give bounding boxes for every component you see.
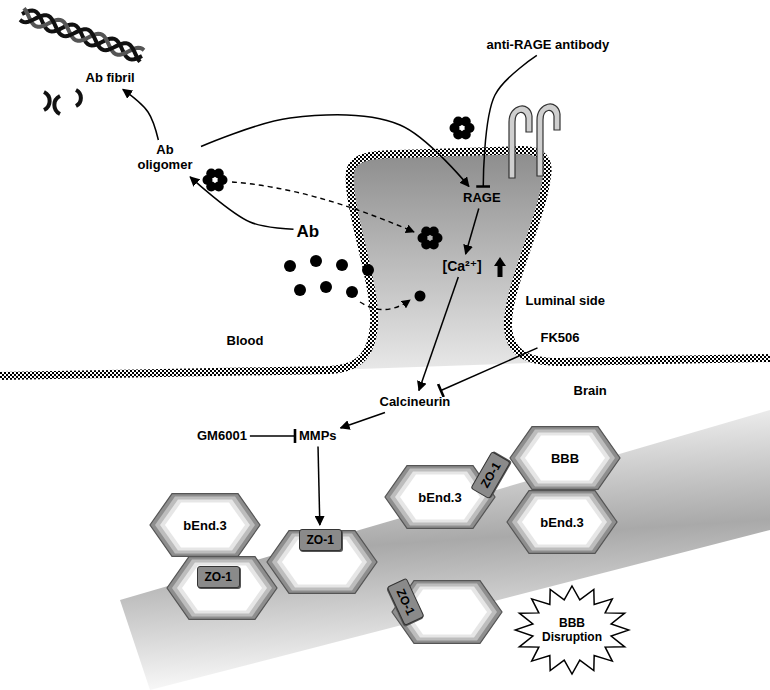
monomer-entry-arrow [360, 300, 410, 310]
oligomer-subunit [429, 227, 439, 237]
hex-layer [165, 503, 245, 548]
hex-layer [172, 560, 272, 617]
hex-layer [272, 534, 372, 591]
vessel-band [120, 410, 770, 690]
hex-layer [390, 469, 490, 526]
node-text: FK506 [541, 331, 580, 346]
fibril-fragment [44, 92, 50, 110]
flow-arrow [341, 412, 385, 428]
node-text: bEnd.3 [418, 490, 461, 505]
ion-label: [Ca²⁺] [443, 258, 482, 274]
inhibition-line [441, 348, 538, 391]
rage-receptor [509, 106, 532, 178]
tight-junction-box: ZO-1 [299, 529, 342, 551]
node-text: Calcineurin [380, 395, 451, 410]
node-text: BBB [551, 451, 579, 466]
starburst-shape [515, 586, 629, 674]
node-text: bEnd.3 [183, 518, 226, 533]
fibril-fragment [76, 90, 81, 106]
inhibition-line [250, 435, 295, 437]
endothelial-cell [167, 557, 277, 620]
tight-junction-box: ZO-1 [386, 578, 424, 627]
inhibitor-label: GM6001 [197, 429, 247, 444]
flow-arrow [419, 277, 458, 390]
node-text: BBB Disruption [535, 616, 609, 644]
hex-layer [167, 557, 277, 620]
region-label: Luminal side [526, 293, 605, 308]
rage-receptor [537, 104, 560, 176]
fibril-fragment [54, 96, 60, 114]
node-text: Ab oligomer [132, 143, 198, 173]
hex-layer [512, 494, 612, 551]
flow-arrow [318, 446, 320, 525]
node-text: bEnd.3 [540, 515, 583, 530]
node-text: ZO-1 [393, 587, 417, 618]
endothelial-cell: bEnd.3 [506, 490, 618, 554]
tight-junction-box: ZO-1 [197, 566, 240, 588]
endothelial-cell [267, 531, 377, 594]
oligomer-label: Ab oligomer [132, 143, 198, 173]
flow-arrow [123, 89, 159, 140]
endothelial-cell: BBB [509, 426, 621, 490]
disruption-starburst: BBB Disruption [513, 584, 631, 676]
hex-layer [517, 497, 607, 548]
oligomer-subunit [461, 117, 471, 127]
enzyme-label: MMPs [299, 429, 337, 444]
monomer-label: Ab [297, 222, 320, 242]
node-text: Ab [297, 222, 320, 242]
node-text: ZO-1 [307, 533, 334, 547]
hex-layer [400, 475, 480, 520]
inhibition-line [483, 55, 537, 186]
inhibitor-label: anti-RAGE antibody [487, 38, 610, 53]
hex-layer [182, 566, 262, 611]
node-text: anti-RAGE antibody [487, 38, 610, 53]
hex-layer [525, 436, 605, 481]
hex-layer [520, 433, 610, 484]
hex-layer [507, 491, 617, 554]
ab-oligomer-clusters [203, 117, 475, 250]
hex-layer [150, 494, 260, 557]
node-text: [Ca²⁺] [443, 258, 482, 274]
cell-membrane [0, 150, 770, 376]
hex-layer [515, 430, 615, 487]
node-text: RAGE [463, 191, 501, 206]
region-label: Brain [574, 383, 607, 398]
hex-layer [395, 472, 485, 523]
hex-layer [510, 427, 620, 490]
node-text: ZO-1 [205, 570, 232, 584]
flow-arrow [466, 208, 479, 254]
oligomer-subunit [214, 169, 224, 179]
ab-fibril [20, 8, 144, 114]
node-text: MMPs [299, 429, 337, 444]
node-text: ZO-1 [477, 460, 503, 491]
increase-arrow [494, 257, 506, 277]
node-text: Ab fibril [86, 71, 135, 86]
flow-arrow [201, 115, 469, 187]
hex-layer [177, 563, 267, 614]
hex-layer [160, 500, 250, 551]
hex-layer [155, 497, 255, 554]
ab-monomers [284, 255, 426, 302]
endothelial-cell: bEnd.3 [149, 493, 261, 557]
enzyme-label: Calcineurin [380, 395, 451, 410]
inhibitor-label: FK506 [541, 331, 580, 346]
receptor-label: RAGE [463, 191, 501, 206]
flow-arrow [190, 177, 293, 229]
product-label: Ab fibril [86, 71, 135, 86]
fibril-strand [20, 15, 140, 62]
hex-layer [267, 531, 377, 594]
node-text: GM6001 [197, 429, 247, 444]
region-label: Blood [227, 333, 264, 348]
hex-layer [522, 500, 602, 545]
